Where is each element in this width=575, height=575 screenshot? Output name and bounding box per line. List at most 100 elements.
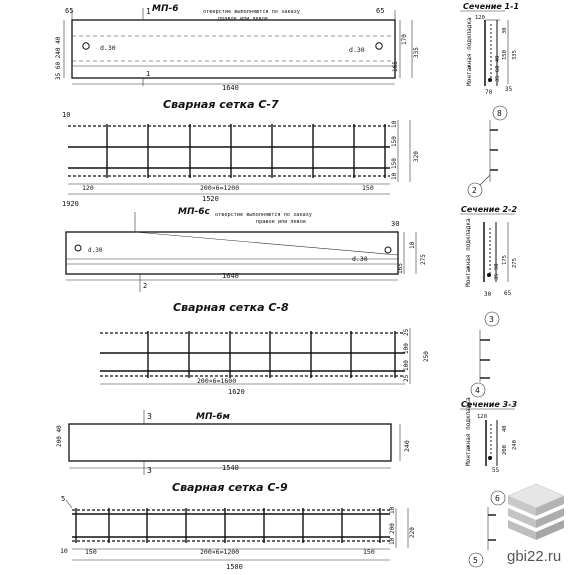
- section33-bar: [488, 456, 492, 460]
- section33-b1: 55: [492, 467, 500, 474]
- beam-mp6: 65 65 1 МП-6 отверстие выполняются по за…: [55, 4, 420, 92]
- hole-left: [82, 42, 90, 50]
- mesh-c9-bars: [75, 508, 381, 543]
- section-1-1: Сечение 1-1 120 Монтажная подкладка 30 1…: [460, 2, 519, 198]
- section22-d2: 275: [512, 258, 518, 268]
- section11-b2: 35: [505, 86, 513, 93]
- mesh-c9-d1: 10: [389, 506, 396, 514]
- mesh-c9-total: 1500: [226, 563, 243, 571]
- section11-label: Монтажная подкладка: [466, 17, 473, 86]
- beam2-mark: МП-6с: [178, 207, 210, 217]
- mesh-c7-d3: 150: [391, 158, 398, 169]
- beam2-h1: 165: [397, 263, 404, 274]
- beam3-left-dims: 200 40: [56, 425, 63, 447]
- beam1-h1: 165: [392, 61, 399, 72]
- section33-d1: 40: [502, 425, 508, 432]
- section11-d1: 30: [502, 27, 508, 34]
- beam3-h: 240: [403, 440, 411, 452]
- section22-b2: 65: [504, 290, 512, 297]
- mesh-c9: Сварная сетка С-9 5 10 150 200×6=1200 15…: [60, 481, 416, 571]
- marker-4-label: 4: [475, 386, 480, 395]
- section33-d2: 200: [502, 445, 508, 455]
- beam1-dim-right: 65: [376, 7, 384, 15]
- marker-8-label: 8: [497, 109, 502, 118]
- gbi22-logo-icon: [507, 483, 565, 540]
- beam1-dim-left: 65: [65, 7, 73, 15]
- section22-d3: 35 90: [494, 263, 500, 280]
- mesh-c9-left-mark: 10: [60, 547, 68, 555]
- mesh-c9-end-right: 150: [363, 548, 375, 556]
- marker-2: [467, 182, 483, 198]
- mesh-c9-title: Сварная сетка С-9: [172, 481, 288, 494]
- mesh-c9-pos-mark: 5: [61, 495, 65, 503]
- mesh-c7-d1: 10: [391, 120, 398, 128]
- beam2-hole-left: [74, 244, 82, 252]
- section33-label: Монтажная подкладка: [465, 397, 472, 466]
- beam1-note1: отверстие выполняются по заказу: [203, 9, 300, 15]
- section-3-3: Сечение 3-3 120 Монтажная подкладка 40 2…: [460, 397, 518, 568]
- mesh-c8-d2: 100: [403, 343, 410, 354]
- mesh-c7: Сварная сетка С-7 10 120 200×6=1200 150 …: [62, 98, 420, 203]
- watermark-text: gbi22.ru: [507, 548, 562, 565]
- mesh-c9-d2: 200: [389, 523, 396, 534]
- mesh-c9-spacing: 200×6=1200: [200, 548, 239, 556]
- mesh-c8-d3: 100: [403, 360, 410, 371]
- mesh-c8: Сварная сетка С-8 200×6=1600 1620 25 100…: [100, 301, 486, 398]
- section11-b1: 70: [485, 89, 493, 96]
- mesh-c7-spacing: 200×6=1200: [200, 184, 239, 192]
- section11-title: Сечение 1-1: [463, 2, 519, 11]
- mesh-c7-d2: 150: [391, 136, 398, 147]
- beam2-hole-right-label: d.30: [352, 255, 368, 263]
- marker-5-label: 5: [473, 556, 478, 565]
- beam2-hole-right: [384, 246, 392, 254]
- beam2-note2: правое или левое: [256, 219, 306, 225]
- section33-d3: 240: [512, 440, 518, 450]
- marker-2-label: 2: [472, 186, 477, 195]
- section11-d2: 150: [502, 50, 508, 60]
- mesh-c9-end-left: 150: [85, 548, 97, 556]
- mesh-c8-d1: 25: [403, 328, 410, 336]
- beam3-mark: МП-6м: [196, 412, 230, 422]
- mesh-c7-title: Сварная сетка С-7: [163, 98, 279, 111]
- section33-top: 120: [477, 414, 487, 420]
- marker-3: [484, 311, 500, 327]
- beam1-h2: 170: [401, 34, 408, 45]
- marker-6-label: 6: [495, 494, 500, 503]
- section22-b1: 30: [484, 291, 492, 298]
- mesh-c7-end-left: 120: [82, 184, 94, 192]
- beam1-hole-left-label: d.30: [100, 44, 116, 52]
- section11-top: 120: [475, 15, 485, 21]
- beam2-hole-left-label: d.30: [88, 247, 103, 254]
- mesh-c7-bars: [106, 124, 386, 178]
- beam2-h3: 275: [420, 254, 427, 265]
- section22-bar: [487, 273, 491, 277]
- beam3-section-mark-bottom: 3: [147, 466, 152, 475]
- mesh-c8-d5: 250: [423, 351, 430, 362]
- mesh-c7-d4: 10: [391, 172, 398, 180]
- section11-d3: 335: [512, 50, 518, 60]
- beam1-mark: МП-6: [152, 4, 179, 14]
- beam3-section-mark: 3: [147, 412, 152, 421]
- hole-right: [375, 42, 383, 50]
- beam1-hole-right-label: d.30: [349, 46, 365, 54]
- section33-title: Сечение 3-3: [461, 400, 517, 409]
- beam-mp6m: 3 МП-6м 3 1540 240 200 40: [56, 410, 411, 475]
- marker-5: [468, 552, 484, 568]
- section11-bottom: 35 60 40: [495, 56, 501, 83]
- mesh-c9-d3: 10: [389, 537, 396, 545]
- mesh-c7-left-mark: 10: [62, 111, 70, 119]
- mesh-c8-bars: [147, 331, 396, 378]
- mesh-c8-title: Сварная сетка С-8: [173, 301, 289, 314]
- mesh-c8-spacing: 200×6=1600: [197, 377, 236, 385]
- beam2-total: 1920: [62, 200, 79, 208]
- beam-mp6s: 1920 МП-6с отверстие выполняются по зака…: [62, 200, 427, 292]
- section11-bar: [488, 78, 492, 82]
- section22-label: Монтажная подкладка: [465, 218, 472, 287]
- beam1-left-dims: 35 60 240 40: [55, 36, 62, 80]
- mesh-c9-d4: 220: [409, 527, 416, 538]
- beam1-section-mark: 1: [146, 7, 151, 16]
- beam3-length: 1540: [222, 464, 239, 472]
- beam1-section-mark-bottom: 1: [146, 70, 150, 78]
- mesh-c7-end-right: 150: [362, 184, 374, 192]
